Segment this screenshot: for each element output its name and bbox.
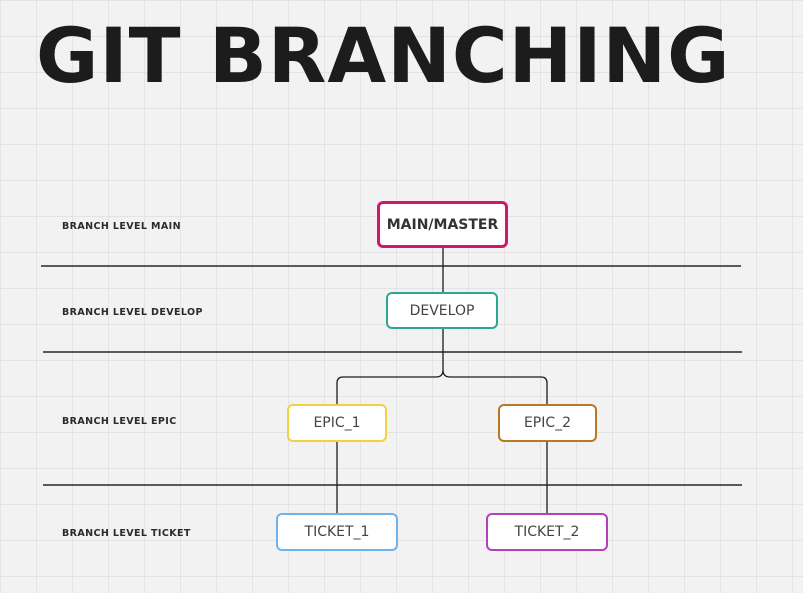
node-epic-1[interactable]: EPIC_1 xyxy=(287,404,387,442)
connector-develop-epics xyxy=(336,329,548,404)
node-ticket-1[interactable]: TICKET_1 xyxy=(276,513,398,551)
node-ticket-2[interactable]: TICKET_2 xyxy=(486,513,608,551)
level-label-develop: BRANCH LEVEL DEVELOP xyxy=(62,307,203,318)
level-label-ticket: BRANCH LEVEL TICKET xyxy=(62,528,191,539)
level-divider-develop-epic xyxy=(43,351,742,353)
level-label-epic: BRANCH LEVEL EPIC xyxy=(62,416,177,427)
level-divider-epic-ticket xyxy=(43,484,742,486)
level-label-main: BRANCH LEVEL MAIN xyxy=(62,221,181,232)
level-divider-main-develop xyxy=(41,265,741,267)
node-develop[interactable]: DEVELOP xyxy=(386,292,498,329)
node-main-master[interactable]: MAIN/MASTER xyxy=(377,201,508,248)
page-title: GIT BRANCHING xyxy=(36,11,731,100)
node-epic-2[interactable]: EPIC_2 xyxy=(498,404,597,442)
